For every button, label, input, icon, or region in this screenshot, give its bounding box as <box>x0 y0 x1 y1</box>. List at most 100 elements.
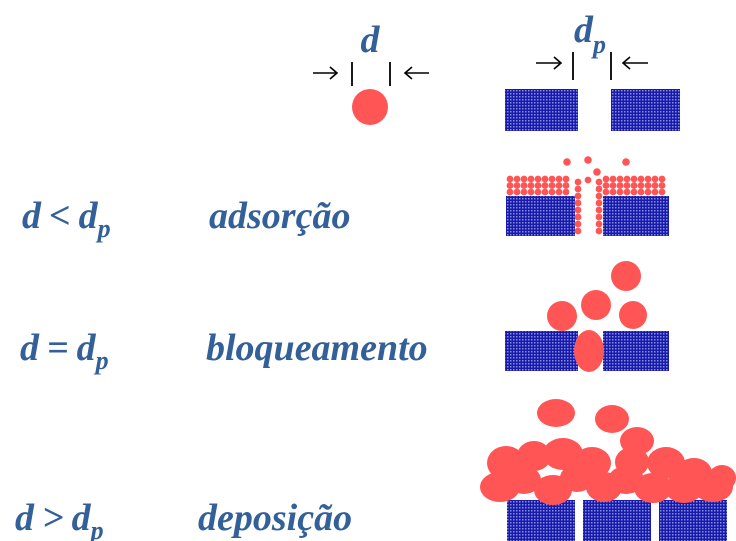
particle <box>547 301 577 331</box>
particle <box>527 175 535 183</box>
particle <box>537 399 575 427</box>
particle <box>548 188 556 196</box>
particle <box>563 158 571 166</box>
particle <box>602 188 610 196</box>
particle <box>574 220 582 228</box>
particle <box>644 175 652 183</box>
particle <box>541 188 549 196</box>
particle <box>611 261 641 291</box>
particle <box>616 175 624 183</box>
particle <box>637 175 645 183</box>
deposited-cake-layer <box>480 399 736 505</box>
right-arrow-icon <box>621 56 648 70</box>
particle <box>527 182 535 189</box>
blocking-membrane-illustration <box>505 261 669 372</box>
particle <box>506 175 514 183</box>
row-adsorption-relation: d<dp <box>22 195 111 243</box>
particle-diameter-label: d <box>361 19 381 61</box>
particle <box>595 405 629 433</box>
particle <box>543 438 583 470</box>
membrane-block-right <box>611 89 680 131</box>
particle <box>693 472 733 502</box>
particle <box>562 175 570 183</box>
particle <box>658 175 666 183</box>
pore-diameter-label: dp <box>574 9 606 59</box>
membrane-block-left <box>507 500 575 541</box>
particle <box>574 185 582 193</box>
particle <box>513 182 521 189</box>
left-arrow-icon <box>313 66 339 80</box>
membrane-block-middle <box>583 500 651 541</box>
particle <box>534 182 542 189</box>
particle <box>593 168 601 176</box>
particle <box>534 175 542 183</box>
particle <box>609 182 617 189</box>
particle <box>658 182 666 189</box>
membrane-block-left <box>506 196 575 236</box>
particle <box>609 188 617 196</box>
blocking-particle <box>574 330 604 372</box>
particle <box>562 182 570 189</box>
particle-diameter-legend: d <box>313 19 429 125</box>
particle <box>507 466 541 494</box>
membrane-block-left <box>505 331 578 371</box>
particle <box>651 175 659 183</box>
particle <box>595 213 603 221</box>
particle <box>647 447 685 479</box>
particle <box>506 188 514 196</box>
right-arrow-icon <box>403 66 429 80</box>
particle <box>574 206 582 214</box>
particle <box>644 182 652 189</box>
particle <box>644 188 652 196</box>
particle <box>560 464 594 492</box>
membrane-block-left <box>505 89 578 131</box>
particle <box>513 188 521 196</box>
particle <box>602 175 610 183</box>
row-deposition-mechanism: deposição <box>198 497 352 539</box>
particle <box>622 158 630 166</box>
particle <box>541 175 549 183</box>
particle <box>616 188 624 196</box>
particle <box>651 182 659 189</box>
particle <box>637 182 645 189</box>
particle <box>651 188 659 196</box>
particle <box>506 182 514 189</box>
particle <box>609 175 617 183</box>
particle <box>602 182 610 189</box>
particle <box>574 213 582 221</box>
particle <box>658 188 666 196</box>
particle <box>595 185 603 193</box>
particle <box>574 199 582 207</box>
deposition-membrane-illustration <box>480 399 736 541</box>
particle <box>548 175 556 183</box>
particle <box>548 182 556 189</box>
particle <box>513 175 521 183</box>
particle <box>534 188 542 196</box>
particle <box>574 192 582 200</box>
row-adsorption: d<dp adsorção <box>22 156 669 243</box>
particle <box>527 188 535 196</box>
membrane-block-right <box>603 196 669 236</box>
particle-circle <box>352 89 388 125</box>
particle <box>595 199 603 207</box>
membrane-block-right <box>659 500 727 541</box>
particle <box>634 473 672 503</box>
particle <box>574 178 582 186</box>
particle <box>517 441 551 471</box>
particle <box>595 192 603 200</box>
adsorbed-particles <box>506 156 666 235</box>
particle <box>619 301 647 329</box>
particle <box>562 188 570 196</box>
particle <box>623 188 631 196</box>
particle <box>616 182 624 189</box>
particle <box>541 182 549 189</box>
particle <box>630 188 638 196</box>
particle <box>637 188 645 196</box>
particle <box>665 473 703 503</box>
particle <box>520 182 528 189</box>
row-adsorption-mechanism: adsorção <box>209 195 350 237</box>
left-arrow-icon <box>536 56 563 70</box>
particle <box>520 188 528 196</box>
particle <box>555 182 563 189</box>
